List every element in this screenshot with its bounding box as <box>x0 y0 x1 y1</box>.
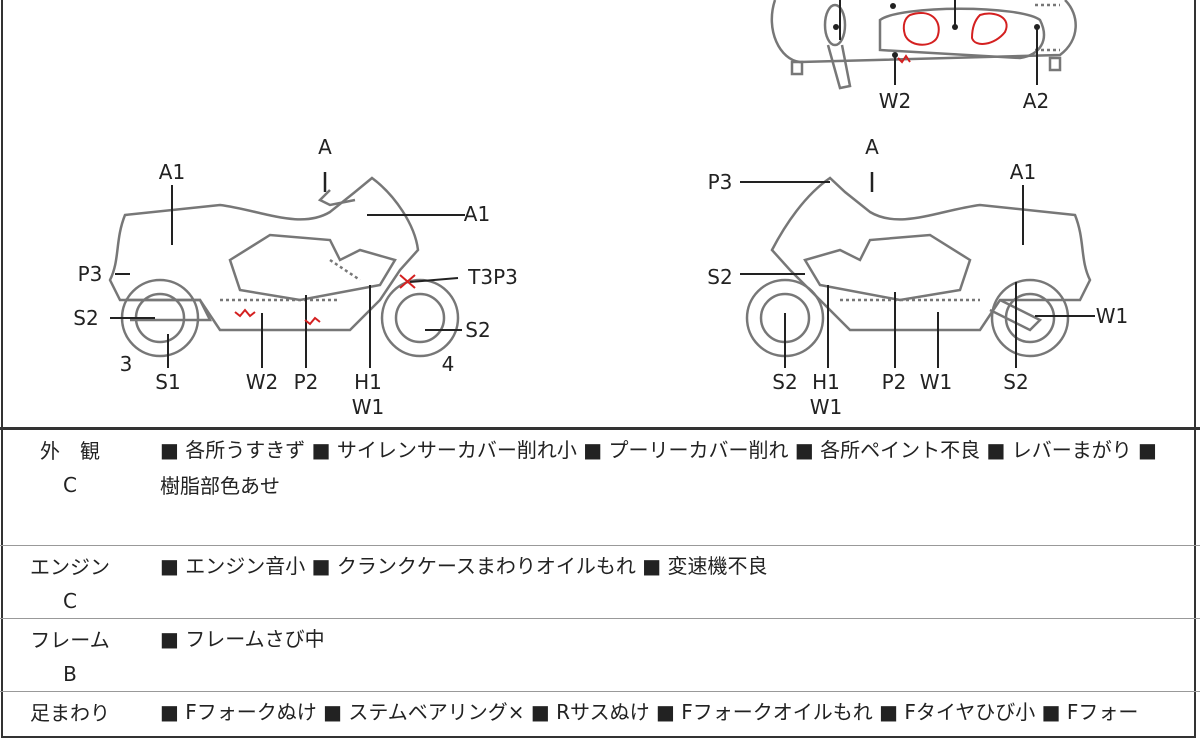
diagram-label: A1 <box>463 202 491 226</box>
diagram-label: H1 <box>354 370 382 394</box>
diagram-label: W2 <box>878 89 912 113</box>
diagram-label: S2 <box>707 265 733 289</box>
section-notes: ■ フレームさび中 <box>160 627 325 651</box>
section-header: フレーム B <box>0 623 140 691</box>
diagram-label: T3P3 <box>468 265 518 289</box>
section-title: フレーム <box>30 628 110 652</box>
scooter-left-view <box>108 172 465 368</box>
diagram-label: W1 <box>809 395 843 419</box>
section-divider <box>0 427 1200 430</box>
section-grade: C <box>63 589 77 613</box>
diagram-label: W2 <box>245 370 279 394</box>
diagram-label: S2 <box>1003 370 1029 394</box>
diagram-label: S2 <box>465 318 491 342</box>
diagram-label: A2 <box>1022 89 1050 113</box>
section-header: エンジン C <box>0 550 140 618</box>
diagram-label: S2 <box>73 306 99 330</box>
section-header: 足まわり <box>0 696 140 730</box>
scooter-top-view <box>770 0 1077 90</box>
section-grade: C <box>63 473 77 497</box>
diagram-label: A <box>318 135 332 159</box>
section-notes: ■ 各所うすきず ■ サイレンサーカバー削れ小 ■ プーリーカバー削れ ■ 各所… <box>160 438 1157 498</box>
diagram-label: S1 <box>155 370 181 394</box>
section-title: エンジン <box>30 555 110 579</box>
section-title: 外 観 <box>40 439 100 463</box>
diagram-label: W1 <box>919 370 953 394</box>
diagram-label: S2 <box>772 370 798 394</box>
scooter-right-view <box>740 172 1095 368</box>
diagram-label: 4 <box>441 352 455 376</box>
section-engine: エンジン C ■ エンジン音小 ■ クランクケースまわりオイルもれ ■ 変速機不… <box>0 545 1200 619</box>
diagram-label: A <box>865 135 879 159</box>
section-title: 足まわり <box>30 701 110 725</box>
diagram-label: W1 <box>1095 304 1129 328</box>
diagram-label: 3 <box>119 352 133 376</box>
diagram-label: P3 <box>77 262 103 286</box>
section-frame: フレーム B ■ フレームさび中 <box>0 618 1200 691</box>
section-notes: ■ エンジン音小 ■ クランクケースまわりオイルもれ ■ 変速機不良 <box>160 554 768 578</box>
damage-diagram: W2 A2 A A1 A1 P3 T3P3 S2 S2 3 S1 W2 P2 H… <box>73 0 1129 419</box>
diagram-label: P3 <box>707 170 733 194</box>
diagram-label: W1 <box>351 395 385 419</box>
section-header: 外 観 C <box>0 434 140 502</box>
diagram-label: H1 <box>812 370 840 394</box>
diagram-label: P2 <box>881 370 907 394</box>
section-grade: B <box>63 662 77 686</box>
diagram-label: A1 <box>158 160 186 184</box>
scooter-drawings <box>108 0 1095 368</box>
diagram-label: A1 <box>1009 160 1037 184</box>
section-suspension: 足まわり ■ Fフォークぬけ ■ ステムベアリング× ■ Rサスぬけ ■ Fフォ… <box>0 691 1200 752</box>
section-exterior: 外 観 C ■ 各所うすきず ■ サイレンサーカバー削れ小 ■ プーリーカバー削… <box>0 430 1200 545</box>
section-notes: ■ Fフォークぬけ ■ ステムベアリング× ■ Rサスぬけ ■ Fフォークオイル… <box>160 700 1139 724</box>
diagram-label: P2 <box>293 370 319 394</box>
